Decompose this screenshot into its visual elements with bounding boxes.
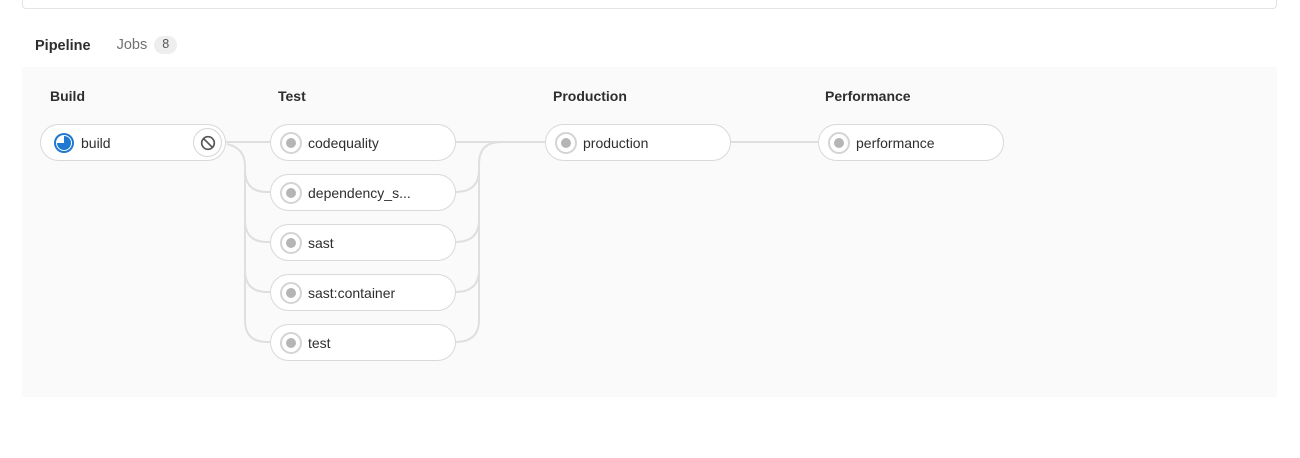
- job-label: performance: [856, 134, 935, 151]
- running-status-icon: [53, 132, 75, 154]
- created-status-icon: [280, 331, 302, 354]
- tab-jobs-label: Jobs: [116, 37, 148, 53]
- stage-title-test: Test: [278, 88, 306, 104]
- job-label: build: [81, 134, 111, 151]
- job-label: test: [308, 334, 331, 351]
- tab-jobs[interactable]: Jobs 8: [104, 26, 191, 69]
- stage-title-production: Production: [553, 88, 627, 104]
- previous-card-bottom-edge: [22, 0, 1277, 9]
- pipeline-tabbar: Pipeline Jobs 8: [22, 9, 1277, 69]
- job-pill-sast-container[interactable]: sast:container: [270, 274, 456, 311]
- created-status-icon: [828, 131, 850, 154]
- stage-title-build: Build: [50, 88, 85, 104]
- created-status-icon: [555, 131, 577, 154]
- job-pill-test[interactable]: test: [270, 324, 456, 361]
- cancel-job-button[interactable]: [193, 128, 222, 157]
- pipeline-graph: Build Test Production Performance build: [22, 67, 1277, 397]
- job-pill-performance[interactable]: performance: [818, 124, 1004, 161]
- job-label: sast:container: [308, 284, 396, 301]
- cancel-ban-icon: [200, 135, 215, 150]
- job-pill-dependency-scanning[interactable]: dependency_s...: [270, 174, 456, 211]
- created-status-icon: [280, 181, 302, 204]
- job-label: sast: [308, 234, 334, 251]
- job-pill-production[interactable]: production: [545, 124, 731, 161]
- job-pill-codequality[interactable]: codequality: [270, 124, 456, 161]
- created-status-icon: [280, 231, 302, 254]
- tab-pipeline[interactable]: Pipeline: [22, 28, 104, 69]
- job-label: dependency_s...: [308, 184, 411, 201]
- tab-pipeline-label: Pipeline: [35, 38, 91, 54]
- stage-title-performance: Performance: [825, 88, 911, 104]
- job-label: codequality: [308, 134, 379, 151]
- jobs-count-badge: 8: [154, 36, 178, 54]
- created-status-icon: [280, 281, 302, 304]
- pipeline-connectors: [226, 141, 818, 343]
- created-status-icon: [280, 131, 302, 154]
- job-label: production: [583, 134, 649, 151]
- job-pill-build[interactable]: build: [40, 124, 226, 161]
- job-pill-sast[interactable]: sast: [270, 224, 456, 261]
